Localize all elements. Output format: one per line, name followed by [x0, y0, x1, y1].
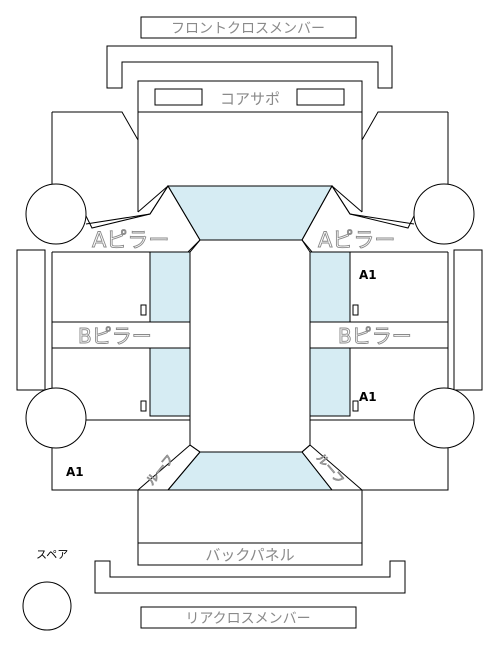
right-rocker-panel — [453, 249, 483, 391]
left-front-wheel — [25, 183, 87, 245]
right-front-fender — [361, 111, 448, 142]
right-rear-quarter — [362, 446, 449, 491]
left-rear-door-handle — [140, 400, 147, 412]
rear-windshield — [166, 451, 334, 491]
left-a-pillar-label: Aピラー — [92, 228, 169, 252]
right-front-door-handle — [352, 304, 359, 316]
spare-label: スペア — [36, 548, 68, 561]
roof-outline — [189, 239, 311, 453]
left-rear-side-window — [149, 347, 191, 417]
right-a-pillar-label: Aピラー — [318, 228, 395, 252]
rear-cross-member-box — [140, 606, 357, 629]
right-rear-wheel — [413, 387, 475, 449]
front-windshield — [167, 185, 333, 241]
damage-mark-left-rear-quarter: A1 — [66, 465, 84, 479]
right-roof-corner — [301, 444, 364, 491]
left-rocker-panel — [16, 249, 46, 391]
left-rear-quarter — [51, 446, 138, 491]
left-front-side-window — [149, 251, 191, 323]
core-support-left-slot — [154, 88, 203, 106]
hood-right-slope — [331, 185, 363, 213]
damage-mark-right-front-door: A1 — [359, 268, 377, 282]
front-cross-member-box — [140, 16, 357, 39]
left-front-door-handle — [140, 304, 147, 316]
left-b-pillar-label: Bピラー — [78, 324, 152, 348]
back-panel-box — [137, 542, 363, 566]
front-cross-member — [106, 45, 393, 89]
right-rear-side-window — [309, 347, 351, 417]
core-support-label: コアサポ — [220, 90, 280, 108]
back-panel-label: バックパネル — [205, 546, 294, 564]
right-rear-door-handle — [352, 400, 359, 412]
hood-left-slope — [137, 185, 169, 213]
left-roof-corner-label: ルーフ — [144, 452, 177, 488]
core-support-box — [137, 80, 363, 113]
left-roof-corner — [136, 444, 201, 491]
left-rear-wheel — [25, 387, 87, 449]
core-support-right-slot — [296, 88, 345, 106]
damage-mark-right-rear-door: A1 — [359, 390, 377, 404]
right-b-pillar-label: Bピラー — [338, 324, 412, 348]
right-front-wheel — [413, 183, 475, 245]
spare-tire — [22, 581, 72, 631]
front-cross-member-label: フロントクロスメンバー — [171, 21, 325, 37]
rear-cross-member-label: リアクロスメンバー — [185, 611, 310, 627]
rear-cross-member — [94, 560, 406, 594]
left-front-fender — [52, 111, 139, 142]
right-front-side-window — [309, 251, 351, 323]
